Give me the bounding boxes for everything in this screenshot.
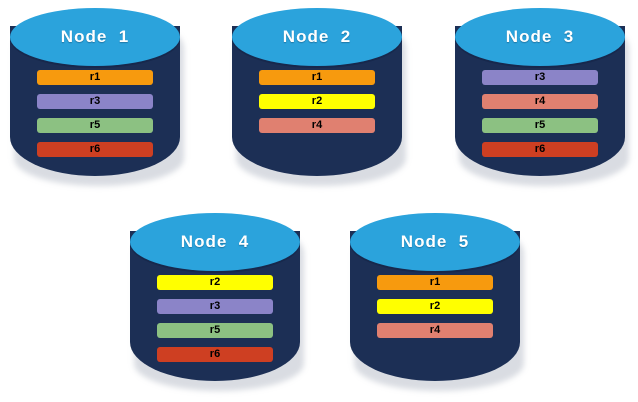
shard-bar: r4 — [259, 118, 375, 133]
shard-bar: r1 — [377, 275, 493, 290]
shard-bar: r6 — [37, 142, 153, 157]
node-cylinder-top-icon — [10, 8, 180, 66]
shard-bar: r4 — [482, 94, 598, 109]
shard-bar: r5 — [37, 118, 153, 133]
shard-bar: r3 — [37, 94, 153, 109]
shard-bar: r2 — [157, 275, 273, 290]
database-node-2: Node 2 r1 r2 r4 — [232, 8, 406, 186]
shard-bar: r2 — [377, 299, 493, 314]
shard-stack: r1 r2 r4 — [377, 275, 493, 347]
shard-bar: r5 — [157, 323, 273, 338]
node-label: Node 4 — [180, 232, 250, 251]
node-label: Node 3 — [505, 27, 575, 46]
node-cylinder-top-icon — [232, 8, 402, 66]
node-cylinder-top-icon — [130, 213, 300, 271]
node-cylinder-top-icon — [350, 213, 520, 271]
shard-stack: r3 r4 r5 r6 — [482, 70, 598, 166]
database-node-4: Node 4 r2 r3 r5 r6 — [130, 213, 304, 391]
node-label: Node 1 — [60, 27, 130, 46]
database-node-3: Node 3 r3 r4 r5 r6 — [455, 8, 629, 186]
shard-bar: r6 — [157, 347, 273, 362]
shard-bar: r2 — [259, 94, 375, 109]
shard-bar: r4 — [377, 323, 493, 338]
shard-bar: r5 — [482, 118, 598, 133]
database-node-5: Node 5 r1 r2 r4 — [350, 213, 524, 391]
shard-stack: r1 r3 r5 r6 — [37, 70, 153, 166]
shard-stack: r2 r3 r5 r6 — [157, 275, 273, 371]
shard-stack: r1 r2 r4 — [259, 70, 375, 142]
node-cylinder-top-icon — [455, 8, 625, 66]
shard-bar: r6 — [482, 142, 598, 157]
shard-bar: r3 — [157, 299, 273, 314]
node-label: Node 5 — [400, 232, 470, 251]
node-label: Node 2 — [282, 27, 352, 46]
shard-bar: r1 — [259, 70, 375, 85]
shard-bar: r1 — [37, 70, 153, 85]
database-node-1: Node 1 r1 r3 r5 r6 — [10, 8, 184, 186]
shard-bar: r3 — [482, 70, 598, 85]
